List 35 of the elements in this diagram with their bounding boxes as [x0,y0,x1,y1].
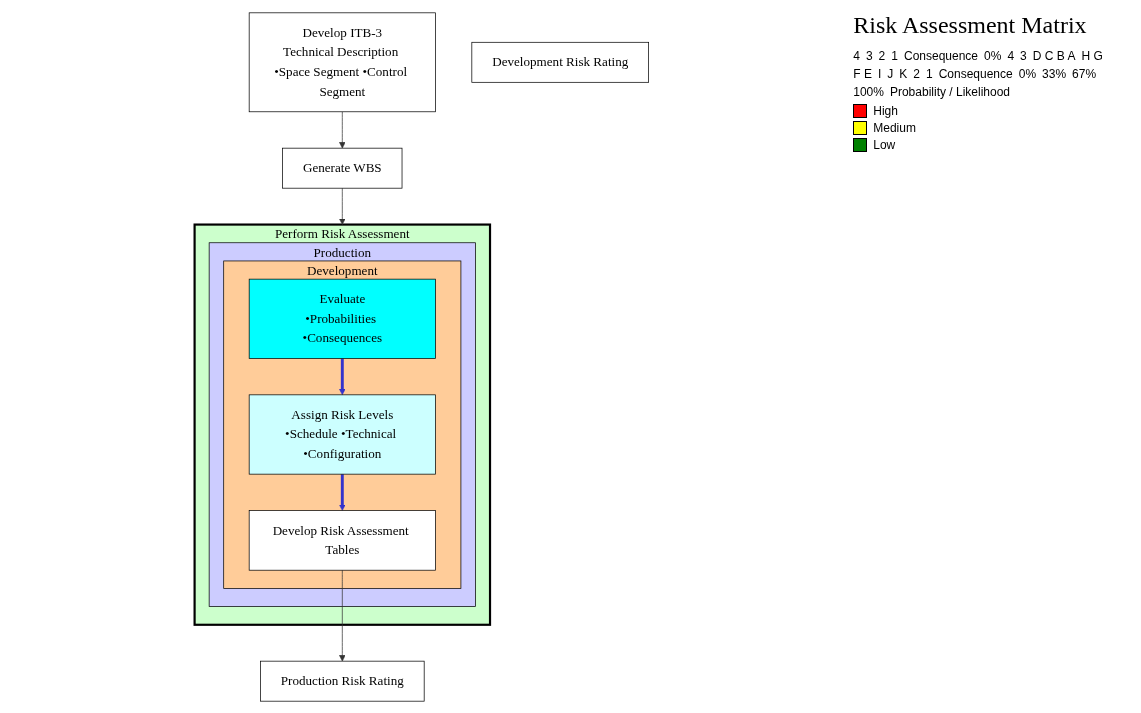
chart-label: 4 [1007,49,1015,63]
chart-label: D C B A [1032,49,1076,63]
chart-label: 3 [865,49,873,63]
node-box: Evaluate •Probabilities •Consequences [248,278,436,359]
legend-label: Medium [873,121,916,135]
node-box: Assign Risk Levels •Schedule •Technical •Configuration [248,393,436,474]
node-box: Development Risk Rating [471,41,649,83]
arrow [339,357,346,395]
legend-label: Low [873,138,896,152]
chart-label: F E [853,67,872,81]
heading: Risk Assessment Matrix [853,12,1088,39]
chart-label: I [877,67,882,81]
chart-label: 33% [1042,67,1067,81]
chart-label: 4 [853,49,860,63]
chart-label: 3 [1020,49,1027,63]
chart-label: 100% [853,85,884,99]
chart-label: Consequence [904,49,979,63]
chart-label: H G [1081,49,1103,63]
legend-label: High [873,104,898,118]
node-box: Production Risk Rating [260,660,425,702]
chart-label: 1 [925,67,933,81]
chart-label: 1 [891,49,898,63]
chart-label: 67% [1072,67,1097,81]
chart-label: Probability / Likelihood [889,85,1010,99]
chart-label: 0% [1018,67,1037,81]
node-box: Develop ITB-3 Technical Description •Space Segment •Control Segment [248,11,436,112]
chart-label: 2 [878,49,886,63]
chart-label: K [899,67,908,81]
chart-label: Consequence [938,67,1013,81]
arrow [339,473,346,511]
chart-label: 2 [913,67,920,81]
chart-label: 0% [984,49,1002,63]
node-box: Generate WBS [282,147,403,189]
chart-label: J [887,67,894,81]
node-box: Develop Risk Assessment Tables [248,509,436,571]
